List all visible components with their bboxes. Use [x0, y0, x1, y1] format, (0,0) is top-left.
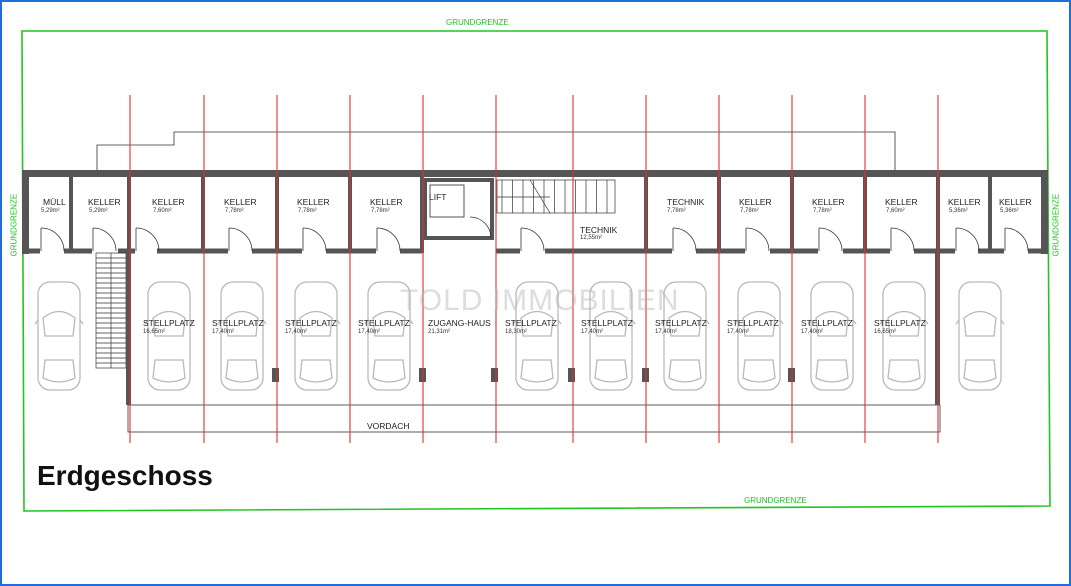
room-area: 5,29m² [89, 208, 108, 214]
door [818, 227, 843, 252]
car-icon [512, 281, 562, 391]
door [890, 227, 915, 252]
room-name: KELLER [885, 197, 918, 207]
parking-space-name: STELLPLATZ [655, 318, 707, 328]
parking-space-name: STELLPLATZ [143, 318, 195, 328]
staircase-upper [496, 179, 616, 214]
car-icon [734, 281, 784, 391]
room-name: KELLER [370, 197, 403, 207]
parking-space-area: 17,40m² [285, 329, 308, 335]
room-name: KELLER [999, 197, 1032, 207]
room-name: TECHNIK [580, 225, 618, 235]
car-icon [291, 281, 341, 391]
room-name: KELLER [948, 197, 981, 207]
storage-walls [22, 170, 1048, 254]
lift-label: LIFT [429, 192, 447, 202]
parking-space-name: STELLPLATZ [285, 318, 337, 328]
canopy-label: VORDACH [367, 421, 410, 431]
car-icon [34, 281, 84, 391]
room-name: KELLER [812, 197, 845, 207]
parking-space-name: STELLPLATZ [874, 318, 926, 328]
parking-space-area: 16,65m² [874, 329, 897, 335]
parking-space-area: 21,31m² [428, 329, 451, 335]
property-boundary [21, 30, 1051, 512]
room-area: 7,78m² [667, 208, 686, 214]
room-name: KELLER [297, 197, 330, 207]
staircase-lower [95, 252, 127, 369]
room-name: KELLER [88, 197, 121, 207]
cars-layer [34, 281, 1005, 391]
upper-floor-outline [96, 131, 896, 172]
room-area: 7,78m² [740, 208, 759, 214]
room-area: 5,29m² [41, 208, 60, 214]
door [135, 227, 160, 252]
car-icon [955, 281, 1005, 391]
lift-shaft [423, 178, 494, 240]
door [520, 227, 545, 252]
parking-space-area: 17,40m² [212, 329, 235, 335]
parking-space-name: STELLPLATZ [505, 318, 557, 328]
lift-door [469, 216, 492, 239]
doors-layer [40, 216, 1029, 252]
room-area: 7,78m² [371, 208, 390, 214]
canopy-outline [127, 404, 941, 433]
boundary-label-right: GRUNDGRENZE [1051, 193, 1061, 257]
car-icon [586, 281, 636, 391]
room-area: 5,36m² [1000, 208, 1019, 214]
partition-walls [69, 177, 992, 253]
boundary-label-bottom: GRUNDGRENZE [744, 496, 807, 505]
room-name: MÜLL [43, 197, 66, 207]
car-icon [364, 281, 414, 391]
door [92, 227, 117, 252]
car-icon [144, 281, 194, 391]
parking-space-area: 18,30m² [505, 329, 528, 335]
room-area: 7,78m² [225, 208, 244, 214]
parking-space-area: 17,40m² [801, 329, 824, 335]
parking-space-area: 17,40m² [655, 329, 678, 335]
car-icon [217, 281, 267, 391]
parking-space-area: 17,40m² [727, 329, 750, 335]
parking-space-name: STELLPLATZ [581, 318, 633, 328]
parking-space-area: 16,65m² [143, 329, 166, 335]
floor-title: Erdgeschoss [37, 460, 213, 491]
door [672, 227, 697, 252]
parking-space-name: STELLPLATZ [801, 318, 853, 328]
boundary-label-left: GRUNDGRENZE [9, 193, 19, 257]
door [228, 227, 253, 252]
parking-space-name: STELLPLATZ [727, 318, 779, 328]
room-name: KELLER [224, 197, 257, 207]
parking-space-name: STELLPLATZ [358, 318, 410, 328]
door [376, 227, 401, 252]
room-area: 7,60m² [886, 208, 905, 214]
car-icon [879, 281, 929, 391]
room-name: TECHNIK [667, 197, 705, 207]
door [1004, 227, 1029, 252]
parking-space-area: 17,40m² [581, 329, 604, 335]
room-area: 7,78m² [298, 208, 317, 214]
door [302, 227, 327, 252]
room-name: KELLER [739, 197, 772, 207]
room-name: KELLER [152, 197, 185, 207]
room-area: 7,78m² [813, 208, 832, 214]
car-icon [660, 281, 710, 391]
watermark: TOLD IMMOBILIEN [400, 284, 680, 317]
door [955, 227, 980, 252]
parking-space-area: 17,40m² [358, 329, 381, 335]
room-area: 5,36m² [949, 208, 968, 214]
boundary-label-top: GRUNDGRENZE [446, 18, 509, 27]
parking-space-name: ZUGANG-HAUS [428, 318, 491, 328]
parking-space-name: STELLPLATZ [212, 318, 264, 328]
structural-grid [129, 95, 939, 443]
room-area: 12,55m² [580, 235, 603, 241]
car-icon [807, 281, 857, 391]
door [745, 227, 770, 252]
room-area: 7,60m² [153, 208, 172, 214]
door [40, 227, 65, 252]
